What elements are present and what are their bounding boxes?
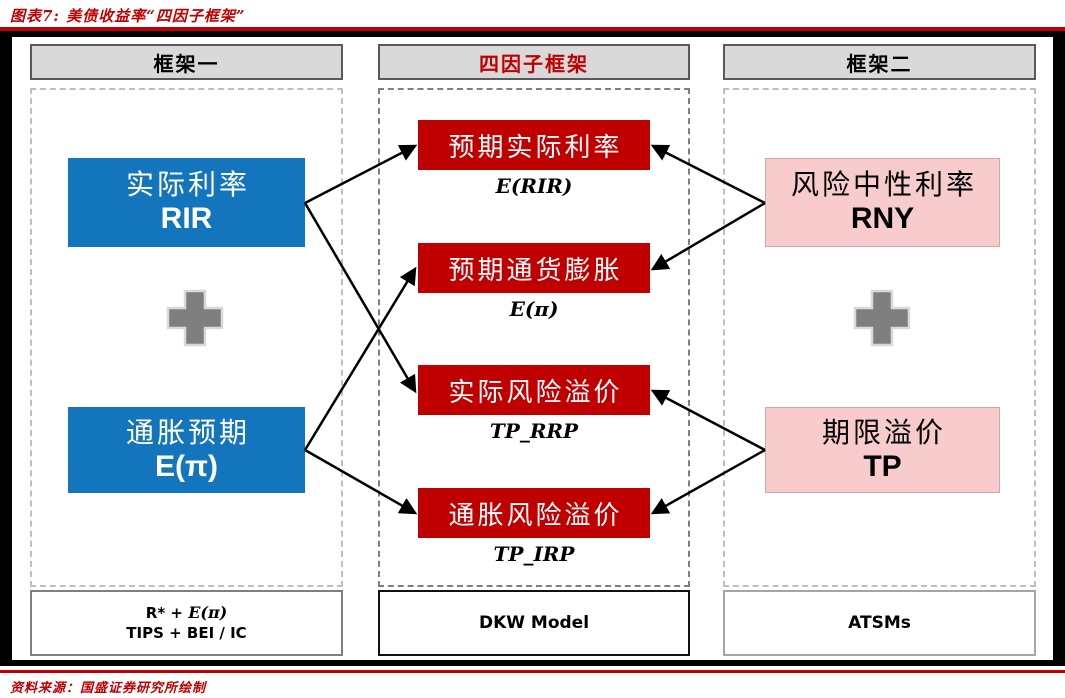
box-inflation-expectation: 通胀预期 E(π) [68,407,305,493]
column-header-four-factor-framework: 四因子框架 [378,44,690,80]
diagram-area: 框架一 四因子框架 框架二 实际利率 RIR 通胀预期 E(π) 预期实际利率 … [0,31,1065,666]
box-term-premium: 期限溢价 TP [765,407,1000,493]
factor-box-expected-inflation: 预期通货膨胀 [418,243,650,293]
factor-symbol-real-risk-premium: TP_RRP [489,419,579,443]
factor-symbol-expected-real-rate: E(RIR) [495,174,573,198]
box-term-premium-symbol: TP [863,449,902,483]
column-header-framework-1: 框架一 [30,44,343,80]
factor-symbol-expected-inflation: E(π) [509,297,559,321]
framework-1-formula: R* + E(π) [145,602,228,622]
factor-symbol-inflation-risk-premium: TP_IRP [493,542,575,566]
bottom-box-dkw-model: DKW Model [378,590,690,656]
framework-1-method: TIPS + BEI / IC [126,624,247,642]
column-header-framework-2: 框架二 [723,44,1036,80]
factor-box-inflation-risk-premium: 通胀风险溢价 [418,488,650,538]
box-real-interest-rate-label: 实际利率 [125,168,250,202]
bottom-box-atsms: ATSMs [723,590,1036,656]
factor-box-real-risk-premium: 实际风险溢价 [418,365,650,415]
bottom-box-framework-1-method: R* + E(π) TIPS + BEI / IC [30,590,343,656]
box-term-premium-label: 期限溢价 [821,415,946,449]
top-red-rule [0,27,1065,31]
box-risk-neutral-yield: 风险中性利率 RNY [765,158,1000,247]
box-real-interest-rate: 实际利率 RIR [68,158,305,247]
box-inflation-expectation-symbol: E(π) [155,449,218,483]
plus-icon [165,288,225,348]
dashed-outline-framework-2 [723,88,1036,587]
figure-title: 图表7: 美债收益率“四因子框架” [10,7,246,25]
box-inflation-expectation-label: 通胀预期 [125,415,250,449]
source-note: 资料来源：国盛证券研究所绘制 [10,681,207,696]
box-real-interest-rate-symbol: RIR [160,202,213,236]
plus-icon [852,288,912,348]
box-risk-neutral-yield-symbol: RNY [850,202,915,236]
box-risk-neutral-yield-label: 风险中性利率 [790,168,977,202]
factor-box-expected-real-rate: 预期实际利率 [418,120,650,170]
bottom-red-rule [0,670,1065,673]
